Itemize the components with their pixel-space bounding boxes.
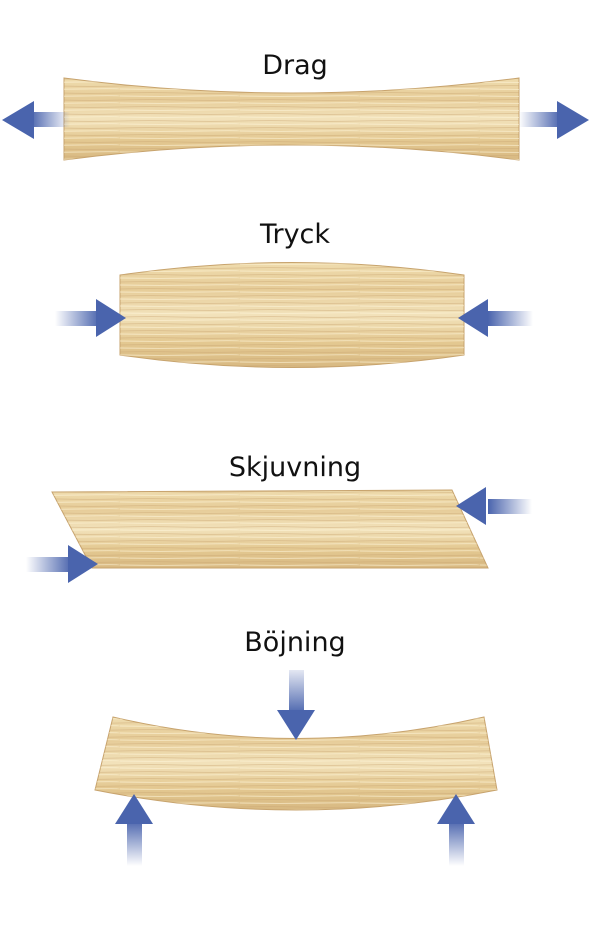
compression-case bbox=[55, 262, 533, 368]
arrow-icon bbox=[26, 545, 98, 583]
arrow-icon bbox=[277, 670, 315, 740]
arrow-icon bbox=[2, 101, 70, 139]
label-shear: Skjuvning bbox=[228, 452, 362, 483]
arrow-icon bbox=[458, 299, 533, 337]
arrow-icon bbox=[55, 299, 126, 337]
arrow-icon bbox=[456, 487, 532, 525]
label-tension: Drag bbox=[262, 50, 328, 81]
tension-case bbox=[2, 77, 589, 161]
arrow-icon bbox=[519, 101, 589, 139]
arrow-icon bbox=[437, 794, 475, 866]
shear-case bbox=[26, 487, 532, 583]
bending-case bbox=[94, 670, 498, 866]
label-compression: Tryck bbox=[259, 219, 331, 250]
arrow-icon bbox=[115, 794, 153, 866]
label-bending: Böjning bbox=[244, 627, 346, 658]
